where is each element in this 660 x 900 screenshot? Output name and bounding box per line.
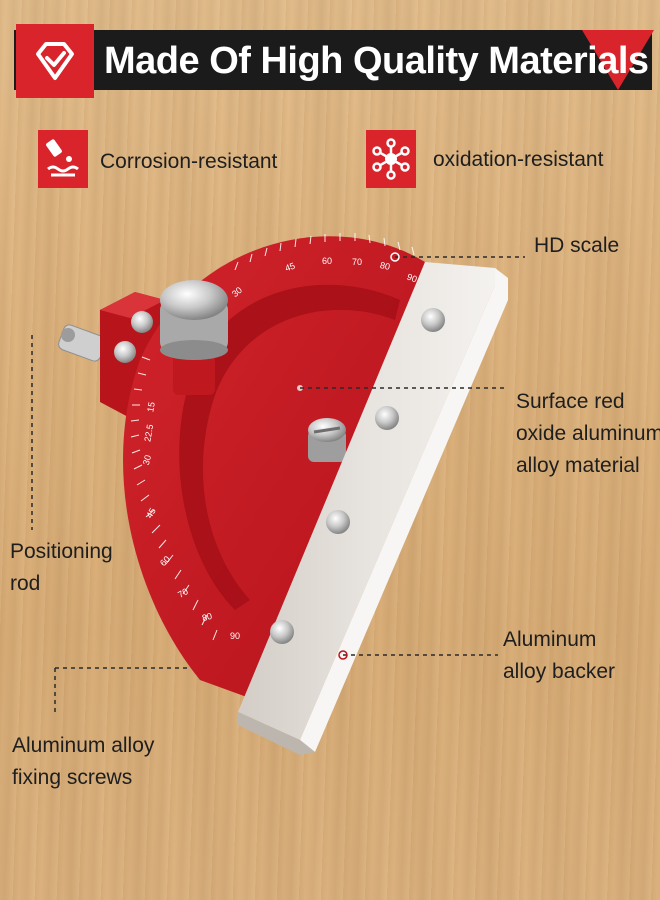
scale-tick-label: 15 [145, 401, 157, 413]
scale-tick-label: 60 [322, 256, 333, 266]
callout-aluminum-backer: Aluminum alloy backer [503, 628, 616, 683]
banner-corner-accent [582, 30, 654, 90]
diamond-check-icon [16, 24, 94, 98]
scale-tick-label: 90 [230, 631, 241, 641]
scale-tick-label: 80 [379, 260, 391, 272]
scale-tick-label: 70 [352, 257, 363, 267]
locking-knob [160, 280, 228, 395]
feature-label-corrosion: Corrosion-resistant [100, 150, 278, 173]
center-screw [308, 418, 346, 462]
corrosion-drop-icon [38, 130, 88, 188]
positioning-rod [58, 324, 106, 362]
callout-hd-scale: HD scale [534, 234, 620, 257]
callout-leader-lines [31, 256, 525, 715]
callout-fixing-screws: Aluminum alloy fixing screws [12, 734, 155, 789]
feature-label-oxidation: oxidation-resistant [433, 148, 604, 171]
callout-positioning-rod: Positioning rod [10, 540, 113, 595]
aluminum-fence [238, 262, 508, 755]
header-banner [14, 30, 652, 90]
molecule-icon [366, 130, 416, 188]
callout-surface-material: Surface red oxide aluminum alloy materia… [516, 390, 660, 477]
page-title: Made Of High Quality Materials [104, 40, 649, 82]
